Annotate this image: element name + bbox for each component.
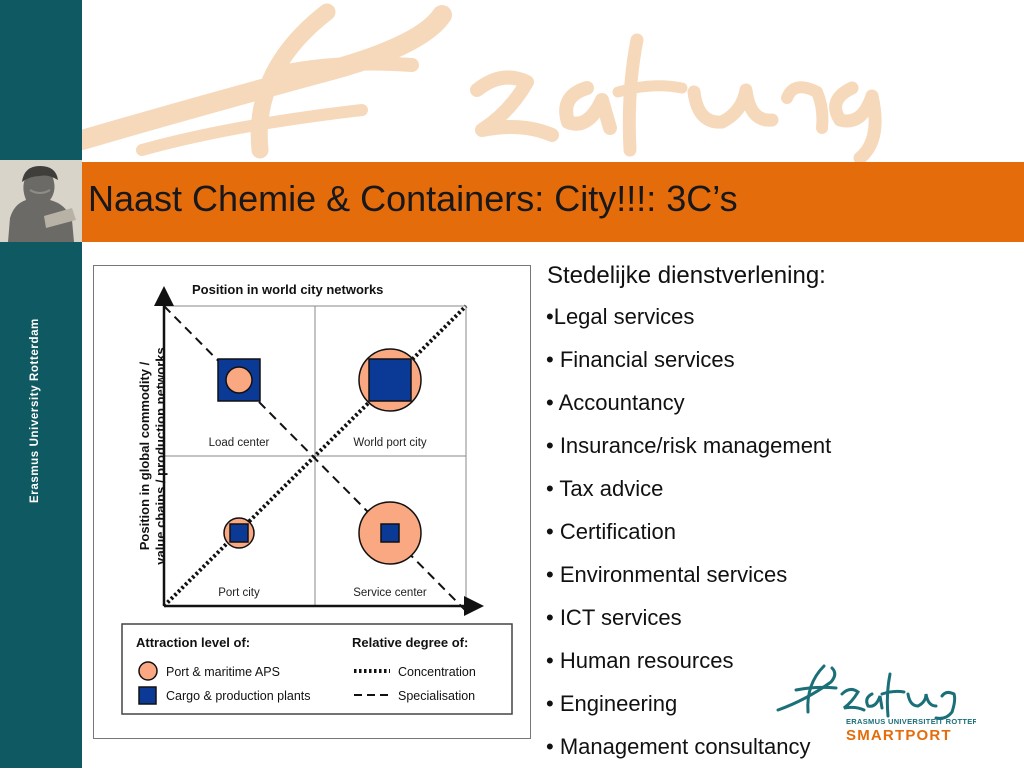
list-item: • Engineering	[546, 691, 678, 716]
quadrant-label-world-port-city: World port city	[353, 437, 427, 449]
erasmus-signature-watermark	[82, 3, 882, 162]
quadrant-label-port-city: Port city	[218, 587, 260, 599]
specialisation-diagonal	[163, 305, 467, 612]
university-vertical-label: Erasmus University Rotterdam	[29, 318, 41, 503]
logo-university-line: ERASMUS UNIVERSITEIT ROTTERDAM	[846, 717, 976, 726]
smartport-logo: ERASMUS UNIVERSITEIT ROTTERDAM SMARTPORT	[776, 664, 976, 744]
legend-relative-heading: Relative degree of:	[352, 635, 468, 650]
legend-square-label: Cargo & production plants	[166, 689, 311, 703]
port-city-diagram: Position in world city networks Position…	[93, 265, 531, 739]
legend-circle-symbol	[138, 661, 158, 681]
port-city-square	[229, 523, 249, 543]
world-port-city-square	[368, 358, 412, 402]
title-bar: Naast Chemie & Containers: City!!!: 3C’s	[82, 162, 1024, 242]
quadrant-label-load-center: Load center	[209, 437, 270, 449]
list-item: •Legal services	[546, 304, 695, 329]
erasmus-bust-image	[0, 160, 82, 242]
list-item: • Insurance/risk management	[546, 433, 832, 458]
services-heading: Stedelijke dienstverlening:	[547, 262, 826, 289]
legend-dotted-label: Concentration	[398, 665, 476, 679]
legend-circle-label: Port & maritime APS	[166, 665, 280, 679]
load-center-circle	[225, 366, 253, 394]
quadrant-label-service-center: Service center	[353, 587, 427, 599]
list-item: • Environmental services	[546, 562, 788, 587]
list-item: • Accountancy	[546, 390, 685, 415]
logo-smartport-line: SMARTPORT	[846, 727, 952, 744]
list-item: • Tax advice	[546, 476, 664, 501]
legend-box	[121, 623, 513, 715]
slide-title: Naast Chemie & Containers: City!!!: 3C’s	[88, 178, 738, 219]
legend-dashed-label: Specialisation	[398, 689, 475, 703]
legend-attraction-heading: Attraction level of:	[136, 635, 250, 650]
list-item: • Human resources	[546, 648, 734, 673]
list-item: • Financial services	[546, 347, 735, 372]
services-list: Stedelijke dienstverlening: •Legal servi…	[546, 262, 831, 777]
service-center-square	[380, 523, 400, 543]
y-axis-label-line1: Position in global commodity /	[137, 361, 152, 550]
list-item: • Management consultancy	[546, 734, 811, 759]
left-sidebar-bar	[0, 0, 82, 768]
list-item: • Certification	[546, 519, 676, 544]
legend-square-symbol	[138, 686, 157, 705]
concentration-diagonal	[162, 304, 468, 608]
top-axis-label: Position in world city networks	[192, 282, 383, 297]
list-item: • ICT services	[546, 605, 682, 630]
